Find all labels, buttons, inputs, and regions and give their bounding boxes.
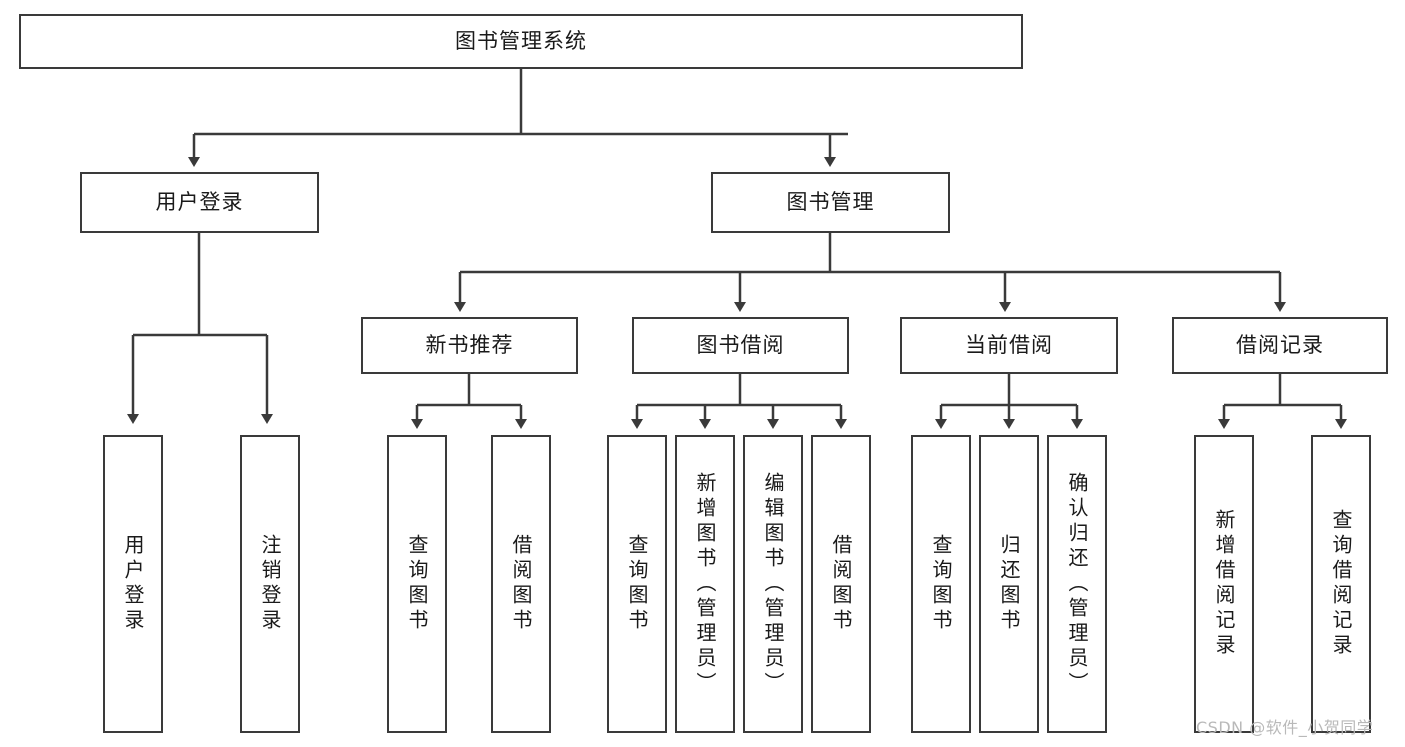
leaf-recommend-borrow-book[interactable]: 借阅图书	[491, 435, 551, 733]
leaf-user-login[interactable]: 用户登录	[103, 435, 163, 733]
leaf-records-add-record[interactable]: 新增借阅记录	[1194, 435, 1254, 733]
node-label: 注销登录	[258, 534, 282, 634]
node-label: 图书管理系统	[455, 28, 587, 53]
leaf-recommend-query-book[interactable]: 查询图书	[387, 435, 447, 733]
node-label: 查询图书	[625, 534, 649, 634]
leaf-current-confirm-return-admin[interactable]: 确认归还（管理员）	[1047, 435, 1107, 733]
leaf-current-query-book[interactable]: 查询图书	[911, 435, 971, 733]
node-label: 当前借阅	[965, 332, 1053, 357]
node-book-management-module[interactable]: 图书管理	[711, 172, 950, 233]
node-label: 图书借阅	[696, 332, 785, 357]
leaf-borrow-edit-book-admin[interactable]: 编辑图书（管理员）	[743, 435, 803, 733]
node-label: 新书推荐	[425, 332, 514, 357]
node-borrow-records[interactable]: 借阅记录	[1172, 317, 1388, 374]
node-label: 新增借阅记录	[1212, 509, 1236, 659]
node-label: 确认归还（管理员）	[1065, 471, 1089, 697]
node-root-library-system[interactable]: 图书管理系统	[19, 14, 1023, 69]
leaf-current-return-book[interactable]: 归还图书	[979, 435, 1039, 733]
node-label: 新增图书（管理员）	[693, 471, 717, 697]
node-label: 查询图书	[929, 534, 953, 634]
leaf-borrow-add-book-admin[interactable]: 新增图书（管理员）	[675, 435, 735, 733]
node-user-login-module[interactable]: 用户登录	[80, 172, 319, 233]
leaf-records-query-record[interactable]: 查询借阅记录	[1311, 435, 1371, 733]
csdn-watermark: CSDN @软件_小贺同学	[1196, 718, 1374, 737]
node-label: 查询借阅记录	[1329, 509, 1353, 659]
node-new-book-recommend[interactable]: 新书推荐	[361, 317, 578, 374]
node-label: 借阅图书	[829, 534, 853, 634]
leaf-user-logout[interactable]: 注销登录	[240, 435, 300, 733]
leaf-borrow-borrow-book[interactable]: 借阅图书	[811, 435, 871, 733]
node-label: 用户登录	[121, 534, 145, 634]
node-label: 归还图书	[997, 534, 1021, 634]
node-label: 编辑图书（管理员）	[761, 471, 785, 697]
node-label: 借阅图书	[509, 534, 533, 634]
node-book-borrow[interactable]: 图书借阅	[632, 317, 849, 374]
leaf-borrow-query-book[interactable]: 查询图书	[607, 435, 667, 733]
node-label: 借阅记录	[1236, 332, 1324, 357]
node-label: 图书管理	[786, 189, 875, 214]
node-current-borrow[interactable]: 当前借阅	[900, 317, 1118, 374]
node-label: 查询图书	[405, 534, 429, 634]
node-label: 用户登录	[155, 189, 244, 214]
